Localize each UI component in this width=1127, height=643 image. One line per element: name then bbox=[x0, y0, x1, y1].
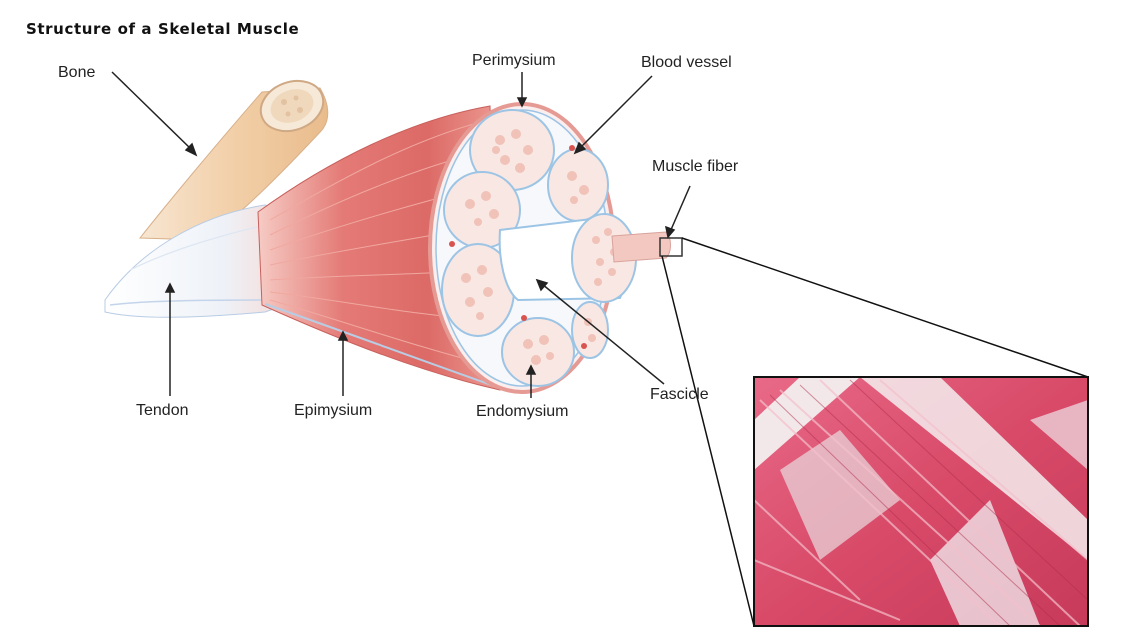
diagram-title: Structure of a Skeletal Muscle bbox=[26, 20, 300, 38]
endomysium-pointer bbox=[525, 364, 537, 398]
muscle-micrograph bbox=[753, 376, 1089, 627]
blood-vessel-pointer bbox=[573, 75, 653, 155]
label-tendon: Tendon bbox=[136, 402, 189, 419]
zoom-lines bbox=[661, 237, 1089, 627]
tendon-pointer bbox=[164, 282, 176, 396]
pointer-arrows bbox=[111, 71, 691, 398]
label-bone: Bone bbox=[58, 64, 96, 81]
fascicle-pointer bbox=[535, 278, 665, 385]
label-fascicle: Fascicle bbox=[650, 386, 709, 403]
bone-pointer bbox=[111, 71, 198, 157]
muscle-cross-section bbox=[428, 102, 683, 394]
perimysium-pointer bbox=[516, 72, 528, 108]
muscle-belly bbox=[257, 105, 501, 391]
label-blood-vessel: Blood vessel bbox=[641, 54, 732, 71]
epimysium-pointer bbox=[337, 330, 349, 396]
muscle-fiber-inset-box bbox=[659, 237, 683, 257]
bone bbox=[138, 79, 329, 241]
muscle-fiber-pointer bbox=[664, 185, 691, 239]
label-perimysium: Perimysium bbox=[472, 52, 556, 69]
label-epimysium: Epimysium bbox=[294, 402, 373, 419]
fascicle-bundles bbox=[441, 109, 609, 387]
label-muscle-fiber: Muscle fiber bbox=[652, 158, 739, 175]
label-endomysium: Endomysium bbox=[476, 403, 569, 420]
